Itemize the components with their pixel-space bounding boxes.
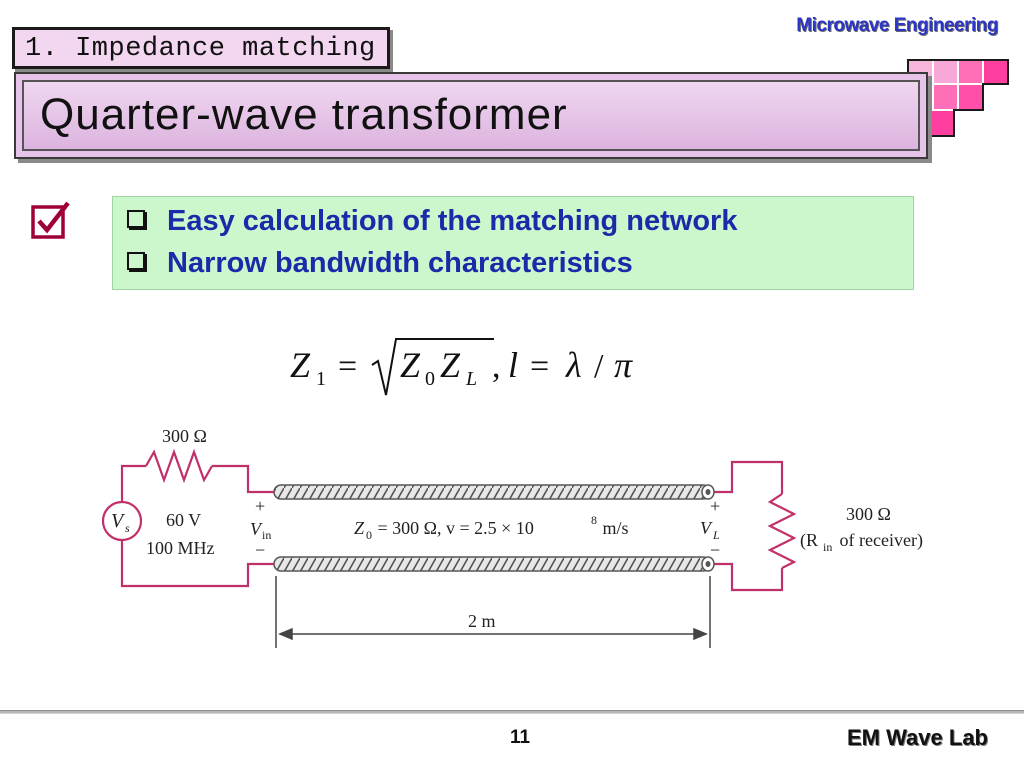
vl-minus: − bbox=[710, 540, 720, 560]
vin-plus: + bbox=[255, 496, 265, 516]
formula-z1-sub: 1 bbox=[316, 368, 326, 390]
bullet-box: Easy calculation of the matching network… bbox=[112, 196, 914, 290]
vin-minus: − bbox=[255, 540, 265, 560]
source-frequency: 100 MHz bbox=[146, 538, 215, 558]
formula-equals-2: = bbox=[530, 348, 549, 385]
resistor-icon bbox=[145, 448, 213, 484]
formula-sqrt bbox=[371, 338, 494, 396]
slide-title: Quarter-wave transformer bbox=[40, 90, 568, 139]
length-label: 2 m bbox=[468, 611, 496, 631]
formula-slash: / bbox=[594, 348, 604, 385]
vl-sub: L bbox=[712, 528, 720, 542]
formula-z1: Z bbox=[290, 345, 311, 385]
footer-divider bbox=[0, 710, 1024, 714]
load-desc-rest: of receiver) bbox=[835, 530, 923, 551]
section-tag: 1. Impedance matching bbox=[12, 27, 390, 69]
coax-line-bottom bbox=[273, 556, 715, 572]
line-unit: m/s bbox=[598, 518, 629, 538]
square-bullet-icon bbox=[127, 210, 145, 228]
source-voltage: 60 V bbox=[166, 510, 201, 530]
formula-zl: Z bbox=[440, 345, 461, 385]
vin-sub: in bbox=[262, 528, 271, 542]
circuit-wires bbox=[101, 448, 797, 592]
formula-pi: π bbox=[614, 345, 633, 385]
length-dimension bbox=[275, 576, 711, 648]
line-params: = 300 Ω, v = 2.5 × 10 bbox=[373, 518, 534, 538]
section-label: 1. Impedance matching bbox=[25, 34, 376, 64]
source-symbol-sub: s bbox=[125, 521, 130, 535]
title-bar: Quarter-wave transformer bbox=[14, 72, 928, 159]
formula-z0-sub: 0 bbox=[425, 368, 435, 390]
coax-line-top bbox=[273, 484, 715, 500]
voltage-source-icon bbox=[101, 500, 143, 542]
formula-z0: Z bbox=[400, 345, 421, 385]
footer-lab-label: EM Wave Lab bbox=[847, 725, 988, 750]
line-exp: 8 bbox=[591, 513, 597, 527]
load-value: 300 Ω bbox=[846, 504, 891, 524]
formula-l: l bbox=[508, 345, 518, 385]
formula-equals: = bbox=[338, 348, 357, 385]
square-bullet-icon bbox=[127, 252, 145, 270]
formula-comma: , bbox=[492, 348, 501, 385]
checked-box-icon bbox=[31, 201, 70, 239]
vl-label: V bbox=[700, 518, 713, 538]
brand-label: Microwave Engineering bbox=[796, 15, 998, 36]
vin-label: V bbox=[250, 519, 263, 539]
vl-plus: + bbox=[710, 496, 720, 516]
bullet-item: Easy calculation of the matching network bbox=[127, 205, 737, 238]
line-z0: Z bbox=[354, 518, 365, 538]
source-resistor-label: 300 Ω bbox=[162, 426, 207, 446]
load-resistor-icon bbox=[767, 493, 797, 569]
bullet-item: Narrow bandwidth characteristics bbox=[127, 247, 633, 280]
load-desc-sub: in bbox=[823, 540, 832, 554]
formula-zl-sub: L bbox=[465, 368, 477, 390]
transmission-line-circuit: 300 Ω V s 60 V 100 MHz + V in − Z 0 = 30… bbox=[101, 426, 923, 648]
source-symbol: V bbox=[111, 510, 126, 532]
line-z0-sub: 0 bbox=[366, 528, 372, 542]
load-desc-open: (R bbox=[800, 530, 818, 551]
impedance-formula: Z 1 = Z 0 Z L , l = λ / π bbox=[290, 338, 633, 396]
formula-lambda: λ bbox=[565, 345, 582, 385]
page-number: 11 bbox=[509, 727, 531, 748]
title-bar-inner bbox=[22, 80, 920, 151]
